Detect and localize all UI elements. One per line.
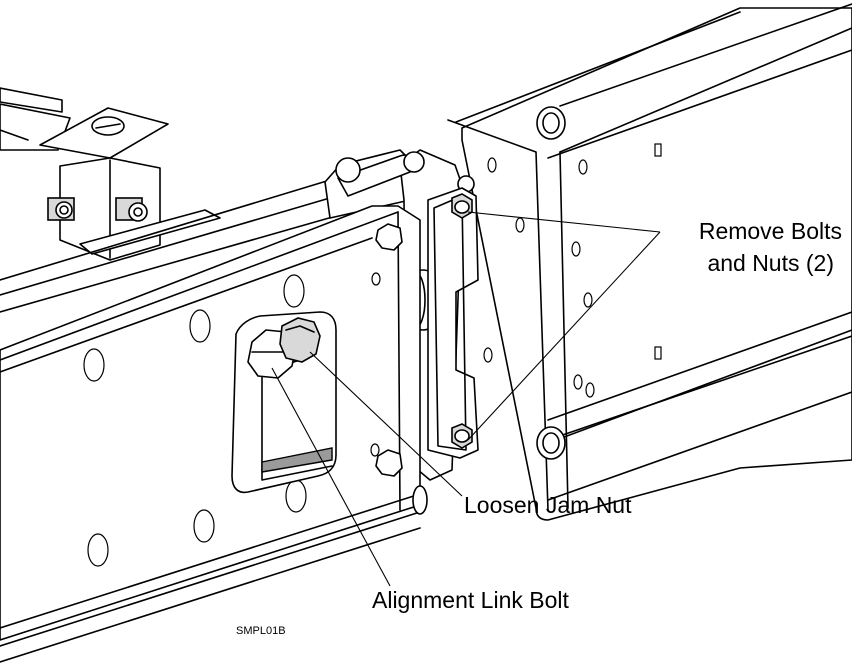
- leader-remove-bolts-top: [467, 211, 661, 233]
- callout-remove-bolts-line1: Remove Bolts: [699, 218, 842, 244]
- lower-rail: [0, 485, 428, 663]
- plate-hole: [83, 348, 105, 382]
- clamp-bolt-left: [47, 197, 75, 221]
- link-bolt-top: [451, 193, 473, 219]
- figure-code: SMPL01B: [236, 625, 286, 637]
- plate-bolt-lower: [375, 449, 403, 477]
- main-side-plate: [0, 205, 421, 641]
- callout-remove-bolts-line2: and Nuts (2): [707, 250, 834, 276]
- leader-remove-bolts-bottom: [467, 231, 661, 441]
- link-bolt-bottom: [451, 423, 473, 449]
- clamp-bolt-right: [115, 197, 148, 222]
- leader-lines: [271, 211, 661, 587]
- callout-alignment-link-bolt: Alignment Link Bolt: [372, 587, 569, 613]
- leader-alignment-link-bolt: [271, 367, 391, 587]
- plate-bolt-upper: [375, 223, 403, 251]
- upper-left-rail: [0, 87, 351, 313]
- link-plate: [427, 187, 479, 459]
- leader-jam-nut: [309, 351, 463, 497]
- callout-loosen-jam-nut: Loosen Jam Nut: [464, 492, 632, 518]
- jam-nut: [279, 317, 321, 363]
- right-rail: [447, 3, 852, 521]
